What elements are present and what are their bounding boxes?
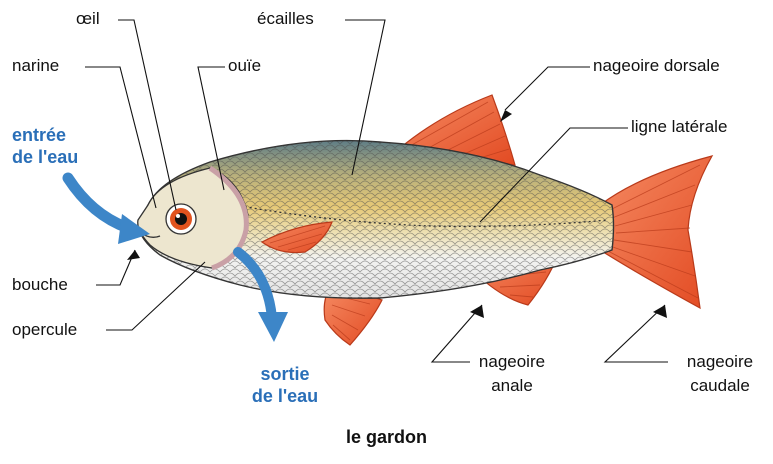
label-sortie-1: sortie	[240, 364, 330, 384]
leader-narine	[85, 67, 156, 208]
label-bouche: bouche	[12, 275, 68, 295]
leader-opercule	[106, 262, 205, 330]
leader-bouche	[96, 250, 135, 285]
label-ouie: ouïe	[228, 56, 261, 76]
label-narine: narine	[12, 56, 59, 76]
label-entree-2: de l'eau	[12, 147, 78, 167]
leader-dorsale	[505, 67, 590, 110]
caudal-fin	[600, 156, 712, 308]
label-ligne-laterale: ligne latérale	[631, 117, 727, 137]
leader-oeil	[118, 20, 176, 210]
eye	[166, 204, 196, 234]
label-oeil: œil	[76, 9, 100, 29]
label-entree-1: entrée	[12, 125, 66, 145]
label-nageoire-anale-1: nageoire	[462, 352, 562, 372]
label-ecailles: écailles	[257, 9, 314, 29]
label-sortie-2: de l'eau	[240, 386, 330, 406]
label-opercule: opercule	[12, 320, 77, 340]
caption: le gardon	[0, 427, 773, 448]
label-nageoire-caudale-2: caudale	[670, 376, 770, 396]
label-nageoire-caudale-1: nageoire	[670, 352, 770, 372]
water-in-arrow	[68, 178, 150, 244]
label-nageoire-dorsale: nageoire dorsale	[593, 56, 720, 76]
label-nageoire-anale-2: anale	[462, 376, 562, 396]
